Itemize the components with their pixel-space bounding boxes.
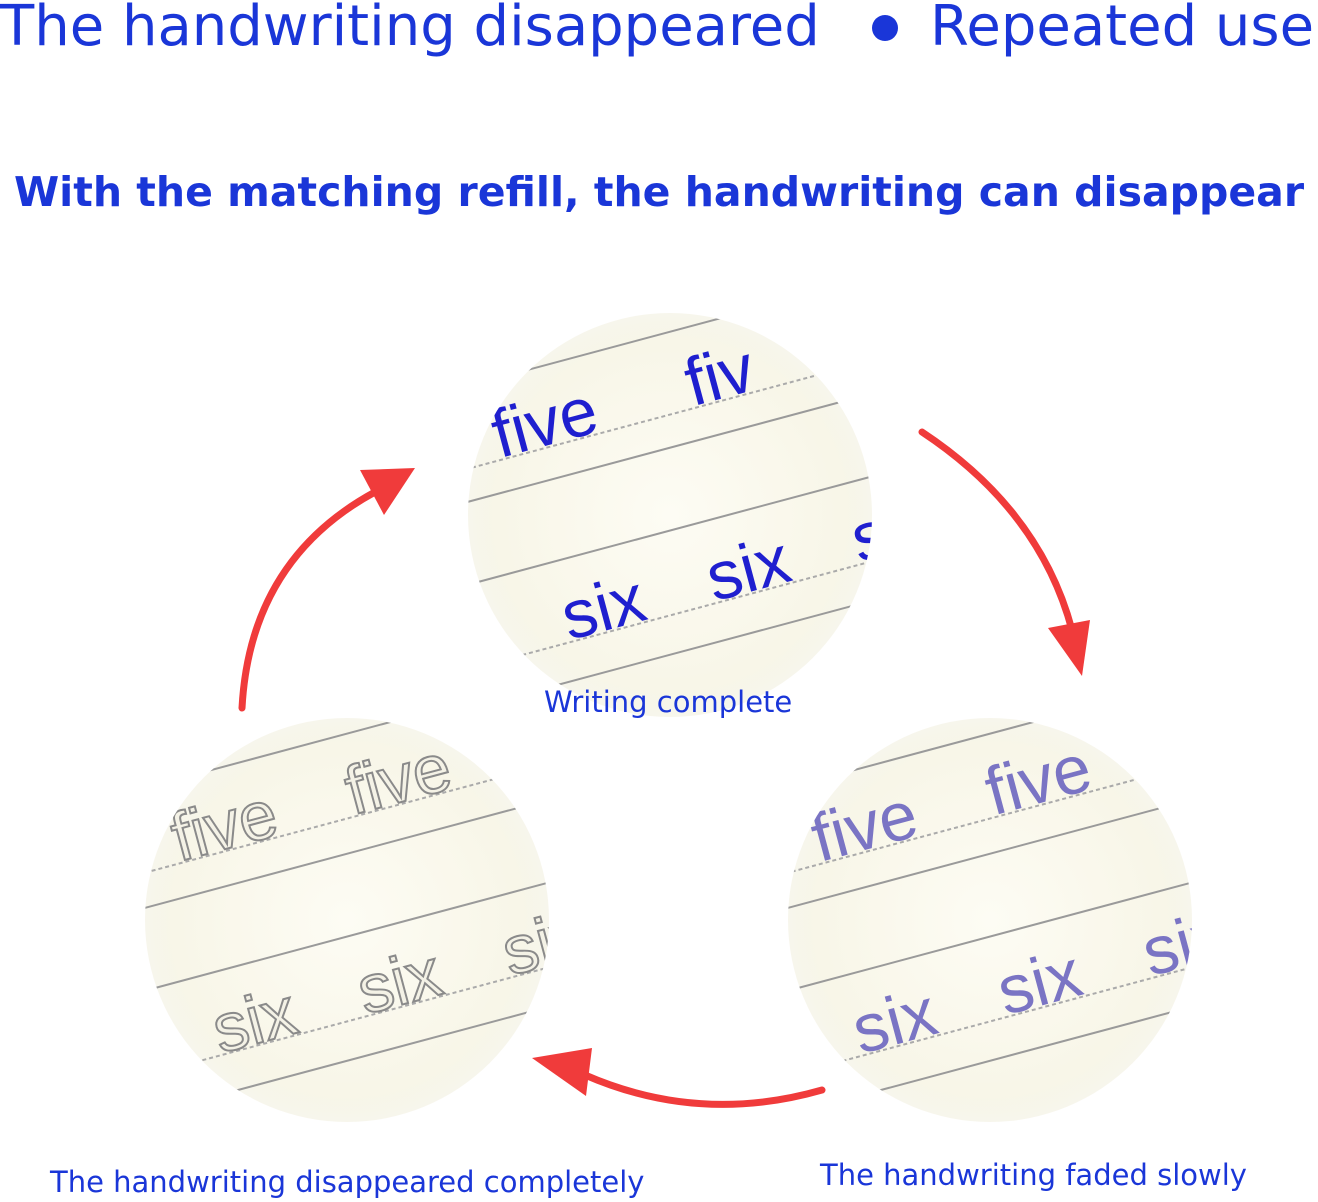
rule-line [788,718,1192,817]
dotted-line [145,937,549,1085]
curved-arrow-icon [238,468,415,712]
rule-line [468,453,872,601]
caption-disappeared-completely: The handwriting disappeared completely [50,1165,645,1199]
dotted-line [468,345,872,493]
rule-line [788,859,1192,1007]
bullet-dot-icon [872,15,898,41]
paper-circle-right [788,718,1192,1122]
subtitle: With the matching refill, the handwritin… [13,168,1305,216]
stage-writing-complete: e five fiv six six s [406,313,872,717]
stage-disappeared-completely: e five five six six six [86,718,549,1122]
paper-circle-top [468,313,872,717]
ink-word: e [406,410,462,493]
dotted-line [468,532,872,680]
rule-line [468,313,872,415]
caption-writing-complete: Writing complete [544,685,793,719]
curved-arrow-icon [532,1048,826,1108]
dotted-line [145,748,549,896]
paper-circle-left [145,718,549,1122]
stage-faded-slowly: e five five six six six [726,718,1192,1122]
headline-left: The handwriting disappeared [0,0,820,59]
curved-arrow-icon [918,428,1090,676]
caption-faded-slowly: The handwriting faded slowly [820,1158,1247,1192]
page-headline: The handwriting disappeared Repeated use [0,0,1318,62]
rule-line [145,858,549,1006]
faded-word: e [726,814,782,897]
rule-line [145,718,549,817]
headline-right: Repeated use [930,0,1315,59]
trace-word: e [86,813,142,896]
